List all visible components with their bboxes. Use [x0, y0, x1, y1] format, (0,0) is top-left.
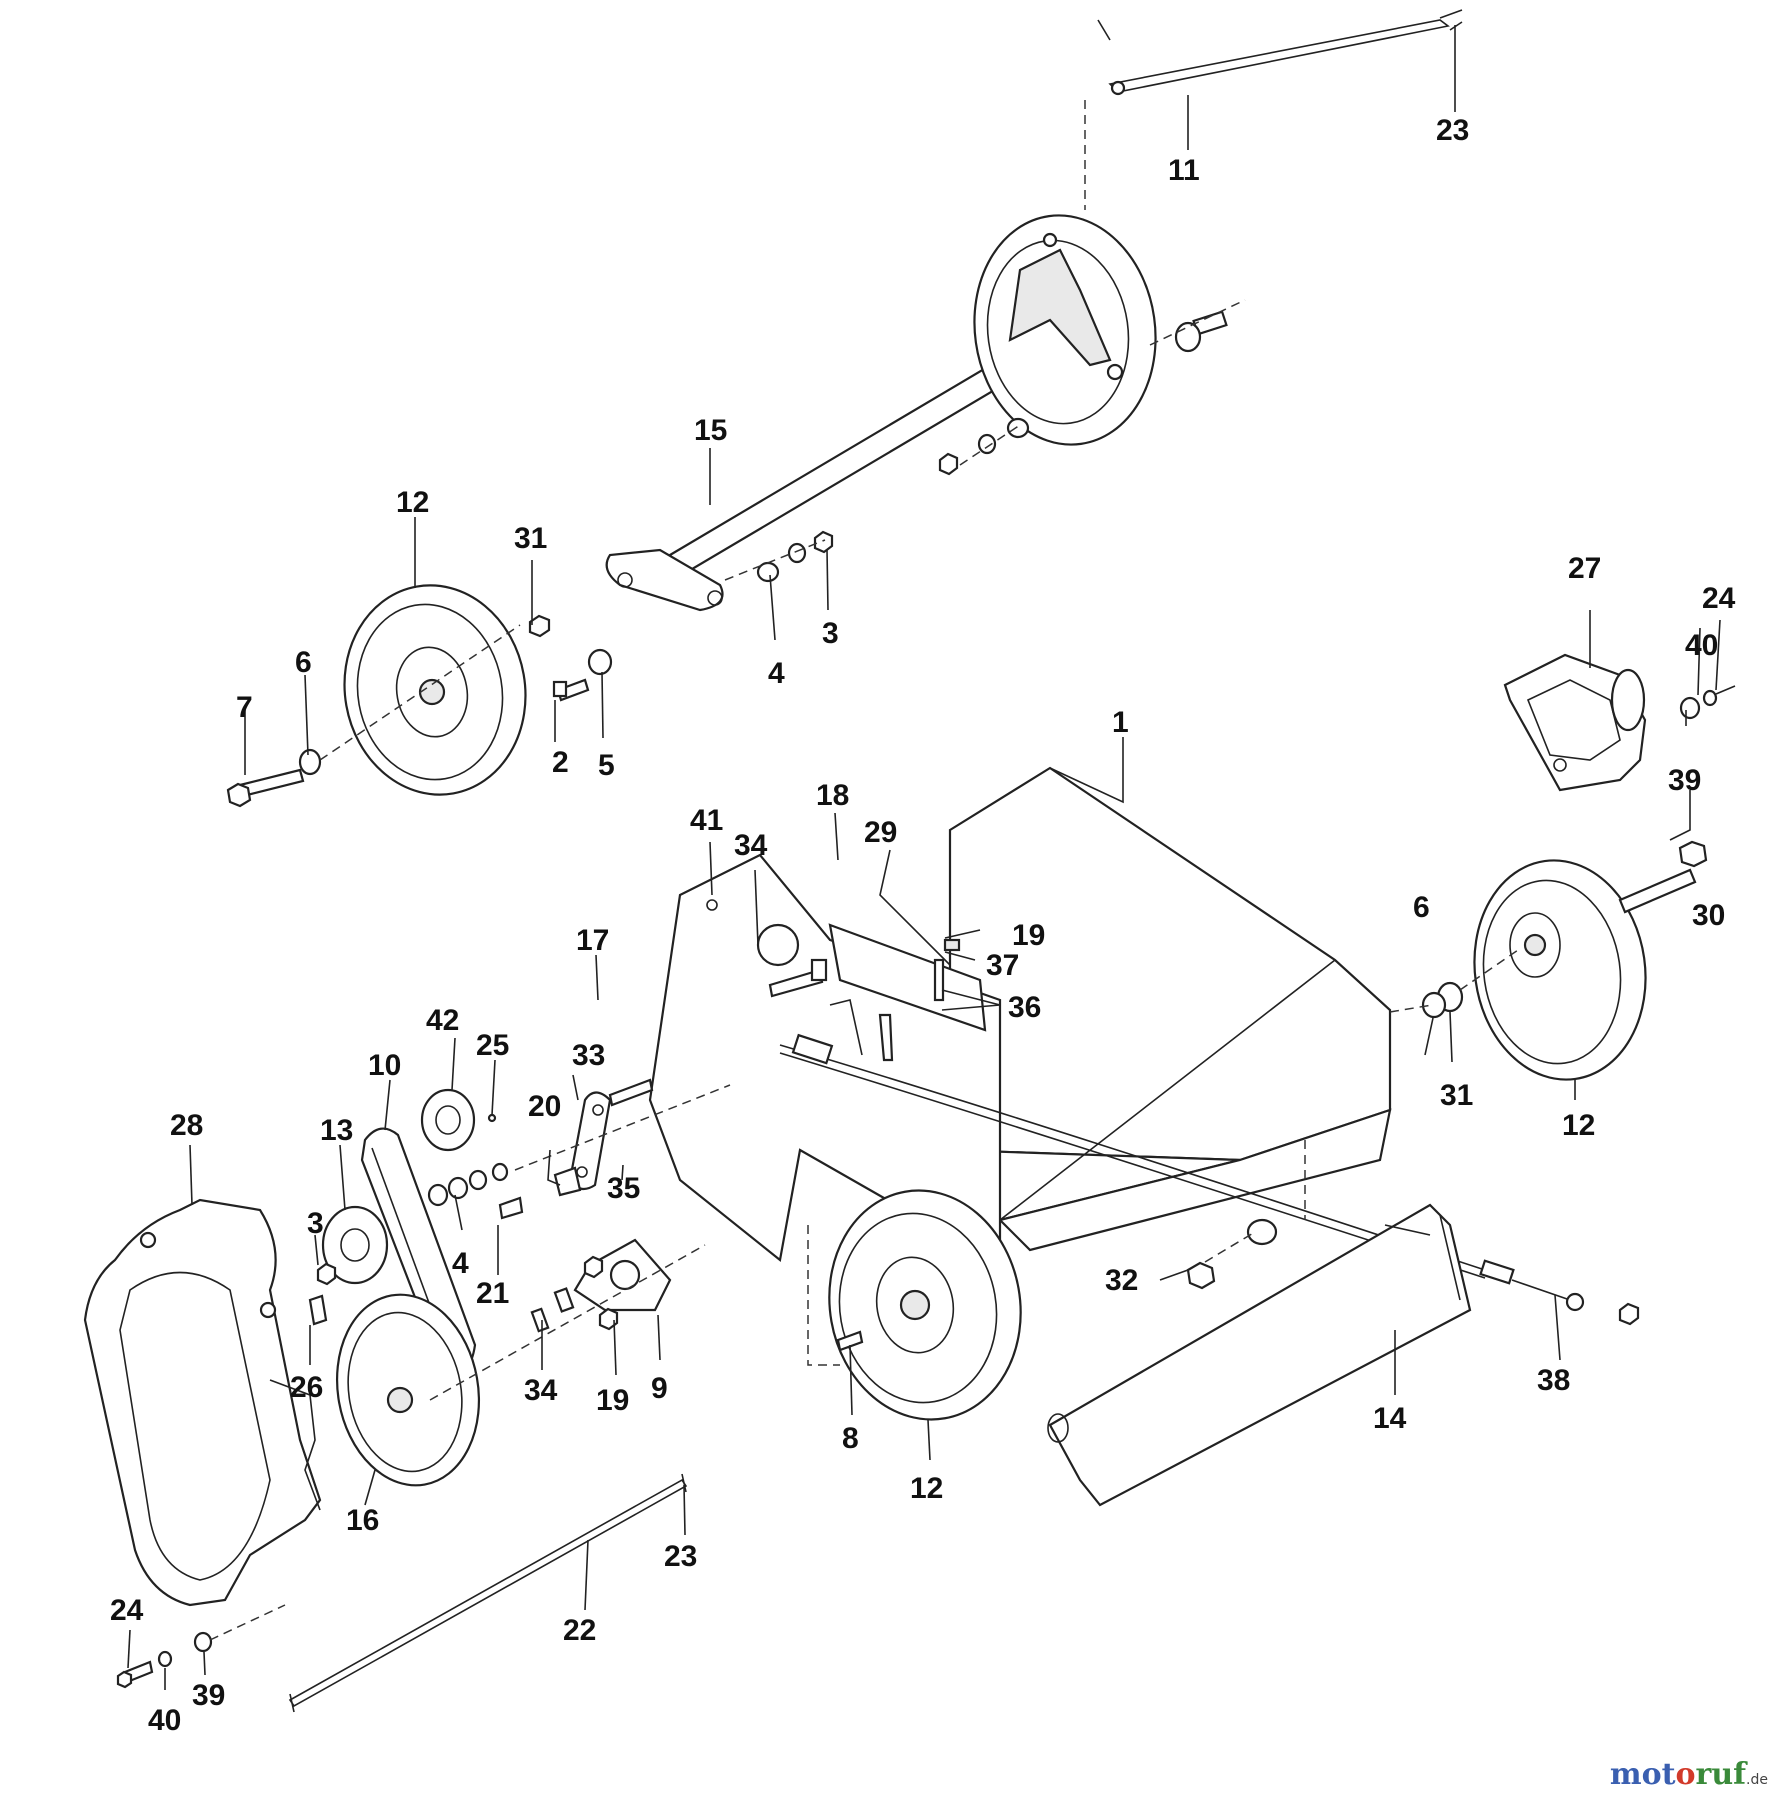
callout-21: 21 — [476, 1277, 509, 1310]
callout-28: 28 — [170, 1109, 203, 1142]
callout-27: 27 — [1568, 552, 1601, 585]
belt-drive-part — [308, 1078, 731, 1487]
callout-12-right: 12 — [1562, 1109, 1595, 1142]
callout-23-top: 23 — [1436, 114, 1469, 147]
wheel-front-part — [807, 1189, 1022, 1421]
callout-39-right: 39 — [1668, 764, 1701, 797]
callout-34-upper: 34 — [734, 829, 768, 862]
watermark-part-c: ruf — [1695, 1757, 1747, 1792]
callout-40-left: 40 — [148, 1704, 181, 1737]
callout-29: 29 — [864, 816, 897, 849]
callout-39-left: 39 — [192, 1679, 225, 1712]
rod-part — [288, 1473, 688, 1713]
callout-33: 33 — [572, 1039, 605, 1072]
callout-11: 11 — [1168, 154, 1200, 187]
cable-part — [779, 999, 1640, 1326]
callout-37: 37 — [986, 949, 1019, 982]
callout-13: 13 — [320, 1114, 353, 1147]
top-wheel-part — [973, 214, 1157, 446]
callout-12-left: 12 — [396, 486, 429, 519]
callout-34-lower: 34 — [524, 1374, 558, 1407]
parts-drawing — [83, 9, 1736, 1713]
callout-4-lower: 4 — [452, 1247, 469, 1280]
belt-guard-part — [83, 1198, 322, 1607]
callout-3-upper: 3 — [822, 617, 839, 650]
watermark-part-b: o — [1675, 1757, 1696, 1792]
callout-3-lower: 3 — [307, 1207, 324, 1240]
callout-23-bottom: 23 — [664, 1540, 697, 1573]
callout-8: 8 — [842, 1422, 859, 1455]
callout-14: 14 — [1373, 1402, 1407, 1435]
callout-6-left: 6 — [295, 646, 312, 679]
axle-part — [605, 328, 1064, 612]
callout-2: 2 — [552, 746, 569, 779]
rear-tube-part — [1047, 1140, 1472, 1507]
callout-15: 15 — [694, 414, 727, 447]
top-hardware-part — [938, 299, 1246, 476]
callout-7: 7 — [236, 691, 253, 724]
leader-lines — [127, 25, 1721, 1690]
housing-part — [948, 766, 1392, 1252]
callout-16: 16 — [346, 1504, 379, 1537]
callout-32: 32 — [1105, 1264, 1138, 1297]
belt-guard-hardware-part — [116, 1604, 286, 1689]
callout-5: 5 — [598, 749, 615, 782]
callout-31-right: 31 — [1440, 1079, 1473, 1112]
callout-24-left: 24 — [110, 1594, 144, 1627]
callout-36: 36 — [1008, 991, 1041, 1024]
callout-12-front: 12 — [910, 1472, 943, 1505]
callout-35: 35 — [607, 1172, 640, 1205]
callout-9: 9 — [651, 1372, 668, 1405]
wheel-left-upper-part — [343, 584, 527, 796]
callout-10: 10 — [368, 1049, 401, 1082]
watermark-tld: .de — [1746, 1772, 1768, 1788]
callout-4-upper: 4 — [768, 657, 785, 690]
watermark-part-a: mot — [1609, 1757, 1676, 1792]
callout-40-right: 40 — [1685, 629, 1718, 662]
wheel-right-part — [1389, 840, 1708, 1081]
callout-20: 20 — [528, 1090, 561, 1123]
callout-41: 41 — [690, 804, 723, 837]
callout-1: 1 — [1112, 706, 1129, 739]
callout-31-left: 31 — [514, 522, 547, 555]
left-upper-hardware-part — [226, 530, 834, 808]
callout-22: 22 — [563, 1614, 596, 1647]
callout-30: 30 — [1692, 899, 1725, 932]
callout-19-lower: 19 — [596, 1384, 629, 1417]
callout-26: 26 — [290, 1371, 323, 1404]
handle-rod-part — [1084, 9, 1463, 210]
callout-25: 25 — [476, 1029, 509, 1062]
callout-19-upper: 19 — [1012, 919, 1045, 952]
callout-labels: 1 2 3 3 4 4 5 6 6 7 8 9 10 11 12 12 12 1… — [110, 114, 1736, 1737]
callout-38: 38 — [1537, 1364, 1570, 1397]
callout-18: 18 — [816, 779, 849, 812]
callout-17: 17 — [576, 924, 609, 957]
callout-42: 42 — [426, 1004, 459, 1037]
watermark-logo: motoruf.de — [1610, 1757, 1768, 1792]
callout-6-right: 6 — [1413, 891, 1430, 924]
callout-24-right: 24 — [1702, 582, 1736, 615]
